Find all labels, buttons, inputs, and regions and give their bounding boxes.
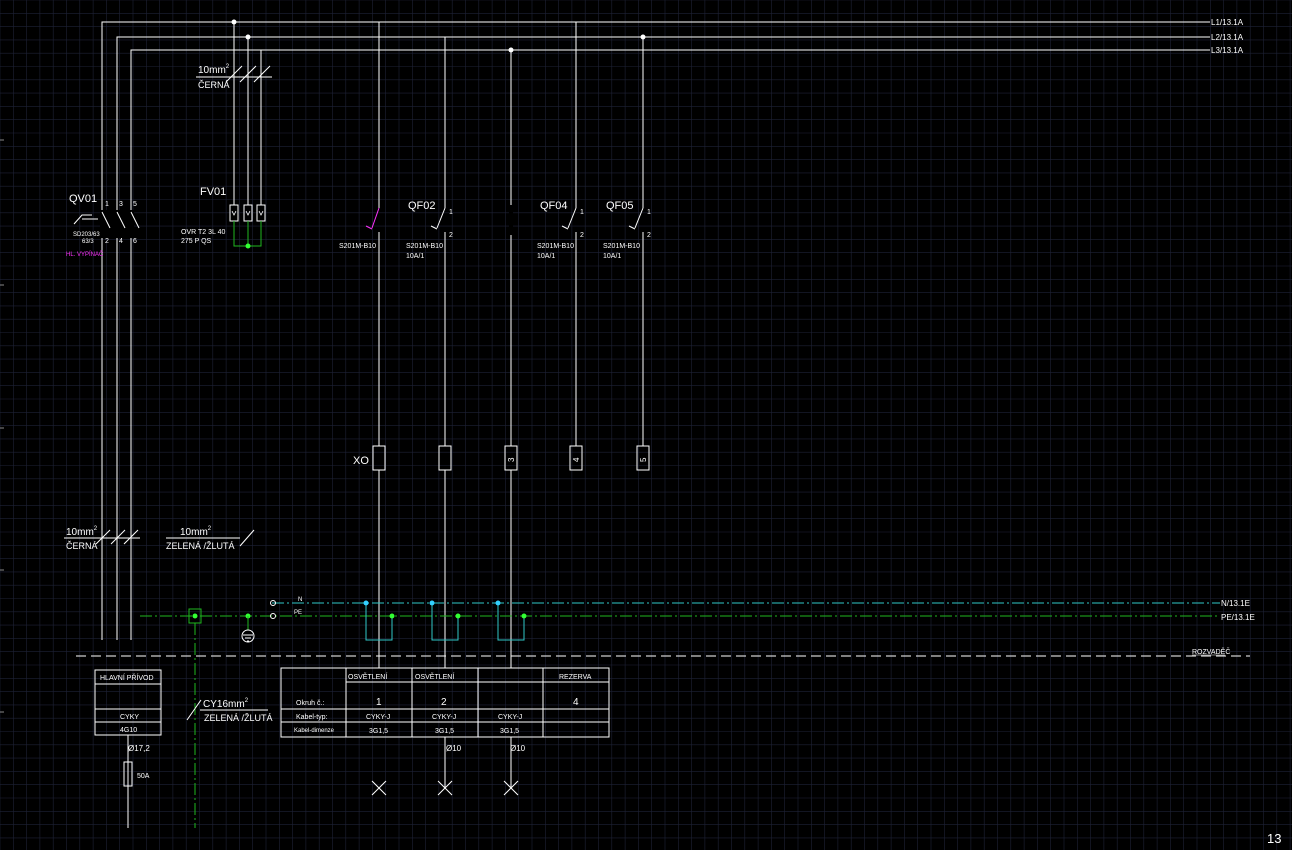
- supply-cable: CYKY: [120, 714, 139, 721]
- ground-icon: [241, 629, 255, 643]
- breaker-type: S201M-B10: [406, 243, 443, 250]
- svg-text:5: 5: [639, 457, 648, 462]
- supply-cores: 4G10: [120, 727, 137, 734]
- svg-text:3G1,5: 3G1,5: [369, 728, 388, 735]
- qv01-id: QV01: [69, 193, 97, 205]
- table-header: OSVĚTLENÍ: [415, 672, 454, 681]
- outgoing-cables: Ø10 Ø10: [371, 737, 526, 796]
- breaker-type: S201M-B10: [603, 243, 640, 250]
- breaker-qf01[interactable]: S201M-B10: [339, 207, 380, 250]
- svg-text:1: 1: [580, 209, 584, 216]
- enclosure-label: ROZVADĚČ: [1192, 647, 1230, 656]
- svg-text:2: 2: [441, 697, 447, 708]
- n-ref-label: N/13.1E: [1221, 599, 1250, 608]
- feeder-verticals: [378, 22, 644, 446]
- main-switch-qv01[interactable]: QV01 1 3 5 2 4 6 SD203/63 63/3 HL. VYPÍN…: [66, 193, 140, 258]
- svg-text:1: 1: [376, 697, 382, 708]
- top-cable-color: ČERNÁ: [198, 80, 230, 90]
- svg-text:10mm2: 10mm2: [66, 526, 98, 538]
- fv01-id: FV01: [200, 186, 226, 198]
- svg-text:2: 2: [647, 232, 651, 239]
- svg-text:3G1,5: 3G1,5: [500, 728, 519, 735]
- fv01-type: OVR T2 3L 40: [181, 229, 225, 236]
- svg-text:10mm2: 10mm2: [198, 64, 230, 76]
- svg-text:4: 4: [573, 697, 579, 708]
- pe-rail-label: PE: [294, 610, 302, 616]
- svg-text:3: 3: [507, 457, 516, 462]
- svg-text:4: 4: [119, 238, 123, 245]
- surge-arrester-fv01[interactable]: FV01 OVR T2 3L 40 275 P QS: [181, 22, 266, 249]
- enclosure-boundary: ROZVADĚČ: [76, 647, 1250, 657]
- svg-text:3G1,5: 3G1,5: [435, 728, 454, 735]
- table-header: OSVĚTLENÍ: [348, 672, 387, 681]
- breaker-rating: 10A/1: [537, 253, 555, 260]
- svg-text:ZELENÁ /ŽLUTÁ: ZELENÁ /ŽLUTÁ: [166, 541, 235, 551]
- svg-text:3: 3: [119, 201, 123, 208]
- pe-cable-label: 10mm2 ZELENÁ /ŽLUTÁ: [166, 526, 255, 551]
- svg-text:10mm2: 10mm2: [180, 526, 212, 538]
- supply-header: HLAVNÍ PŘÍVOD: [100, 673, 154, 682]
- row-label: Kabel-dimenze: [294, 728, 335, 734]
- breaker-id: QF05: [606, 200, 634, 212]
- pe-ref-label: PE/13.1E: [1221, 613, 1255, 622]
- neutral-pe-rails: N PE N/13.1E PE/13.1E: [140, 597, 1255, 828]
- fv01-rating: 275 P QS: [181, 238, 212, 245]
- breaker-qf04[interactable]: QF04 1 2 S201M-B10 10A/1: [537, 200, 584, 260]
- breaker-type: S201M-B10: [339, 243, 376, 250]
- svg-text:ZELENÁ /ŽLUTÁ: ZELENÁ /ŽLUTÁ: [204, 713, 273, 723]
- bus-l3-label: L3/13.1A: [1211, 46, 1244, 55]
- breaker-id: QF04: [540, 200, 568, 212]
- qv01-rating: 63/3: [82, 239, 94, 245]
- svg-text:2: 2: [580, 232, 584, 239]
- qv01-type: SD203/63: [73, 232, 100, 238]
- supply-fuse: 50A: [137, 773, 150, 780]
- svg-text:4: 4: [572, 457, 581, 462]
- page-number: 13: [1267, 831, 1281, 846]
- supply-diameter: Ø17,2: [128, 744, 150, 753]
- svg-text:2: 2: [105, 238, 109, 245]
- svg-text:1: 1: [449, 209, 453, 216]
- svg-text:ČERNÁ: ČERNÁ: [66, 541, 98, 551]
- cy-cable-label: CY16mm2 ZELENÁ /ŽLUTÁ: [186, 698, 273, 723]
- terminal-strip-label: XO: [353, 455, 369, 467]
- svg-text:Ø10: Ø10: [446, 744, 462, 753]
- svg-text:Ø10: Ø10: [510, 744, 526, 753]
- svg-text:CYKY-J: CYKY-J: [498, 714, 522, 721]
- phase-buses: L1/13.1A L2/13.1A L3/13.1A: [101, 18, 1244, 640]
- svg-text:1: 1: [105, 201, 109, 208]
- breaker-qf02[interactable]: QF02 1 2 S201M-B10 10A/1: [406, 200, 453, 260]
- svg-text:1: 1: [647, 209, 651, 216]
- top-cable-size: 10mm: [198, 65, 226, 76]
- breaker-qf05[interactable]: QF05 1 2 S201M-B10 10A/1: [603, 200, 651, 260]
- bottom-cable-label: 10mm2 ČERNÁ: [64, 526, 140, 551]
- breaker-rating: 10A/1: [603, 253, 621, 260]
- bus-l1-label: L1/13.1A: [1211, 18, 1244, 27]
- row-label: Kabel-typ:: [296, 714, 328, 721]
- breaker-rating: 10A/1: [406, 253, 424, 260]
- breaker-type: S201M-B10: [537, 243, 574, 250]
- svg-text:CY16mm2: CY16mm2: [203, 698, 249, 710]
- bus-l2-label: L2/13.1A: [1211, 33, 1244, 42]
- n-rail-label: N: [298, 597, 302, 603]
- table-header: REZERVA: [559, 674, 592, 681]
- circuit-table: OSVĚTLENÍ OSVĚTLENÍ REZERVA Okruh č.: 1 …: [280, 667, 610, 738]
- svg-text:5: 5: [133, 201, 137, 208]
- breaker-id: QF02: [408, 200, 436, 212]
- svg-text:CYKY-J: CYKY-J: [366, 714, 390, 721]
- terminal-blocks: XO 3 4 5: [353, 445, 650, 668]
- qv01-note: HL. VYPÍNAČ: [66, 251, 104, 258]
- supply-table: HLAVNÍ PŘÍVOD CYKY 4G10 Ø17,2 50A: [94, 669, 162, 828]
- svg-text:6: 6: [133, 238, 137, 245]
- svg-text:CYKY-J: CYKY-J: [432, 714, 456, 721]
- row-label: Okruh č.:: [296, 700, 324, 707]
- svg-text:2: 2: [449, 232, 453, 239]
